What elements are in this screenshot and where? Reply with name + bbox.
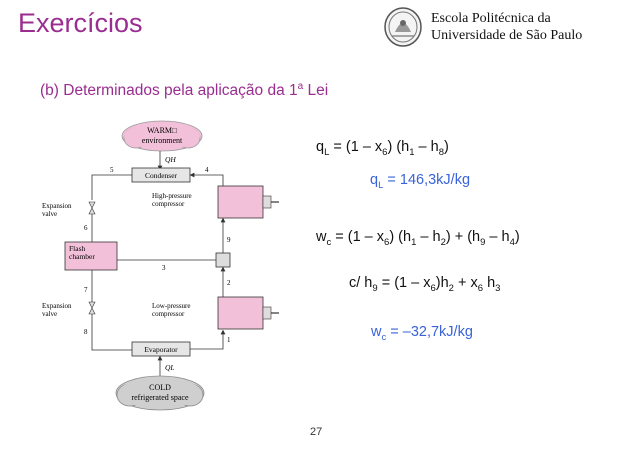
qh-label: QH <box>165 155 176 164</box>
eq2-sub: 4 <box>509 236 515 248</box>
section-subtitle: (b) Determinados pela aplicação da 1a Le… <box>40 81 328 100</box>
page-number: 27 <box>310 426 323 438</box>
res1-part: = 146,3kJ/kg <box>383 172 471 188</box>
subtitle-suffix: Lei <box>303 82 329 100</box>
school-line-2: Universidade de São Paulo <box>431 28 583 43</box>
res2-sub: c <box>381 331 387 343</box>
state-7: 7 <box>84 286 88 294</box>
eq2-sub: c <box>326 236 332 248</box>
eq1-part: – h <box>414 139 439 155</box>
condenser-label: Condenser <box>145 171 178 180</box>
equation-ql: qL = (1 – x6) (h1 – h8) <box>316 139 449 158</box>
exp-valve-bottom-1: Expansion <box>42 302 72 310</box>
expansion-valve-top-icon <box>88 201 96 215</box>
eq2-sub: 1 <box>411 236 417 248</box>
flash-chamber-box <box>64 241 118 271</box>
eq3-part: + x <box>453 275 478 291</box>
eq1-sub: 8 <box>438 146 444 158</box>
mixing-chamber-box <box>215 252 231 268</box>
refrigeration-cycle-diagram: WARM□ environment QH Condenser 5 Expansi… <box>42 120 279 411</box>
eq1-sub: L <box>324 146 330 158</box>
slide-title: Exercícios <box>18 8 143 38</box>
res1-sub: L <box>378 179 384 191</box>
exp-valve-bottom-2: valve <box>42 310 57 318</box>
result-ql: qL = 146,3kJ/kg <box>370 172 470 191</box>
eq3-part: = (1 – x <box>377 275 431 291</box>
state-6: 6 <box>84 224 88 232</box>
res1-part: q <box>370 172 379 188</box>
cold-cloud: COLD refrigerated space <box>115 375 205 411</box>
eq2-part: w <box>316 229 327 245</box>
university-seal-icon <box>384 7 422 47</box>
res2-part: = –32,7kJ/kg <box>386 324 473 340</box>
eq2-part: – h <box>485 229 510 245</box>
eq3-part: )h <box>435 275 449 291</box>
eq2-part: ) (h <box>389 229 412 245</box>
res2-part: w <box>371 324 382 340</box>
high-pressure-compressor-box <box>217 185 264 219</box>
state-4: 4 <box>205 166 209 174</box>
exp-valve-top-2: valve <box>42 210 57 218</box>
eq3-sub: 6 <box>477 282 484 294</box>
hp-label-2: compressor <box>152 200 185 208</box>
eq2-part: ) <box>514 229 520 245</box>
flash-label: Flash <box>69 244 86 253</box>
state-5: 5 <box>110 166 114 174</box>
eq2-part: = (1 – x <box>331 229 385 245</box>
chamber-label: chamber <box>69 252 95 261</box>
subtitle-text: (b) Determinados pela aplicação da 1 <box>40 82 298 100</box>
low-pressure-compressor-box <box>217 296 264 330</box>
eq2-sub: 9 <box>480 236 486 248</box>
eq3-sub: 3 <box>495 282 501 294</box>
ql-label: QL <box>165 363 175 372</box>
eq2-part: – h <box>416 229 441 245</box>
cold-label: COLD <box>149 383 171 392</box>
state-8: 8 <box>84 328 88 336</box>
environment-label: environment <box>142 136 183 145</box>
eq2-part: ) + (h <box>445 229 481 245</box>
state-2: 2 <box>227 279 231 287</box>
lp-label-2: compressor <box>152 310 185 318</box>
refrigerated-space-label: refrigerated space <box>131 393 189 402</box>
warm-cloud: WARM□ environment <box>121 120 203 152</box>
subtitle-sup: a <box>297 81 304 92</box>
eq3-sub: 2 <box>448 282 454 294</box>
result-wc: wc = –32,7kJ/kg <box>371 324 473 343</box>
warm-label: WARM□ <box>147 126 177 135</box>
eq1-part: = (1 – x <box>329 139 383 155</box>
expansion-valve-bottom-icon <box>88 301 96 315</box>
eq1-sub: 6 <box>382 146 388 158</box>
hp-label-1: High-pressure <box>152 192 192 200</box>
eq1-part: ) (h <box>387 139 410 155</box>
state-3: 3 <box>162 264 166 272</box>
equation-h9: c/ h9 = (1 – x6)h2 + x6 h3 <box>349 275 500 294</box>
eq3-part: c/ h <box>349 275 373 291</box>
eq3-sub: 9 <box>372 282 378 294</box>
eq2-sub: 6 <box>384 236 390 248</box>
equation-wc: wc = (1 – x6) (h1 – h2) + (h9 – h4) <box>316 229 520 248</box>
lp-label-1: Low-pressure <box>152 302 191 310</box>
school-line-1: Escola Politécnica da <box>431 11 551 26</box>
state-9: 9 <box>227 236 231 244</box>
eq3-part: h <box>483 275 496 291</box>
state-1: 1 <box>227 336 231 344</box>
evaporator-label: Evaporator <box>144 345 178 354</box>
school-name: Escola Politécnica da Universidade de Sã… <box>431 10 582 44</box>
exp-valve-top-1: Expansion <box>42 202 72 210</box>
eq3-sub: 6 <box>430 282 436 294</box>
eq1-part: q <box>316 139 325 155</box>
eq1-part: ) <box>444 139 449 155</box>
eq2-sub: 2 <box>440 236 446 248</box>
eq1-sub: 1 <box>409 146 415 158</box>
